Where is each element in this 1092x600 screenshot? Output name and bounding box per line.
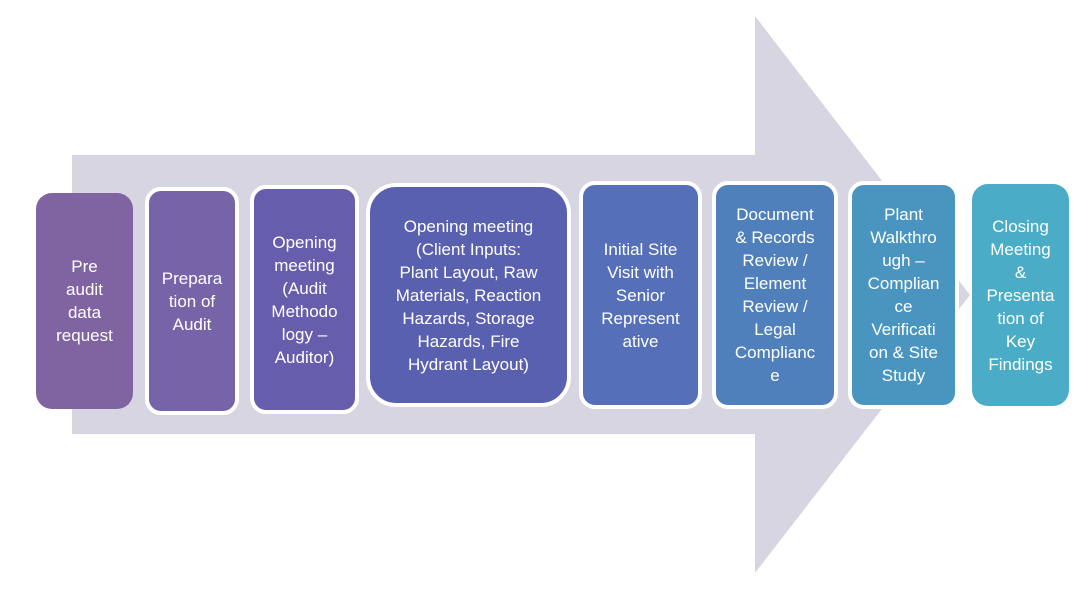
- step-label: Opening meeting (Client Inputs: Plant La…: [395, 216, 542, 374]
- step-plant-walkthrough: Plant Walkthro ugh – Complian ce Verific…: [848, 181, 959, 409]
- step-label: Initial Site Visit with Senior Represent…: [601, 239, 680, 351]
- step-pre-audit-data-request: Pre audit data request: [36, 193, 133, 409]
- step-preparation-of-audit: Prepara tion of Audit: [145, 187, 239, 415]
- step-label: Pre audit data request: [56, 257, 113, 345]
- step-label: Opening meeting (Audit Methodo logy – Au…: [271, 232, 338, 367]
- step-initial-site-visit: Initial Site Visit with Senior Represent…: [579, 181, 702, 409]
- step-document-records-review: Document & Records Review / Element Revi…: [712, 181, 838, 409]
- step-opening-meeting-client-inputs: Opening meeting (Client Inputs: Plant La…: [366, 183, 571, 407]
- step-label: Prepara tion of Audit: [161, 268, 223, 334]
- step-label: Document & Records Review / Element Revi…: [734, 205, 816, 385]
- step-label: Closing Meeting & Presenta tion of Key F…: [986, 216, 1055, 374]
- step-opening-meeting-auditor: Opening meeting (Audit Methodo logy – Au…: [250, 185, 359, 414]
- step-closing-meeting: Closing Meeting & Presenta tion of Key F…: [972, 184, 1069, 406]
- step-label: Plant Walkthro ugh – Complian ce Verific…: [867, 205, 940, 385]
